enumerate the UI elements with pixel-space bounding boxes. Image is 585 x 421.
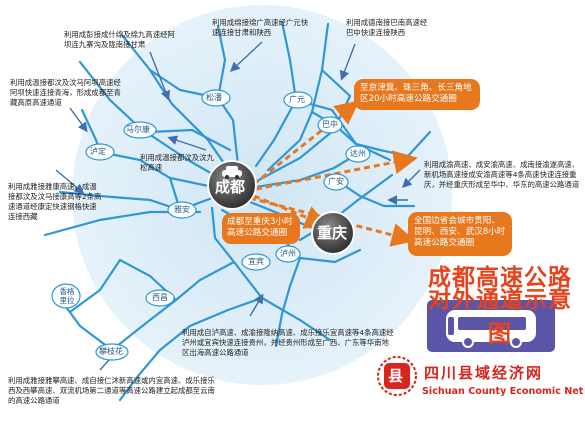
node-yibin	[241, 253, 271, 271]
label-xichang: 西昌	[152, 293, 168, 302]
note-top-right: 利用成德南接巴南高速经巴中快速连接陕西	[346, 18, 428, 37]
chongqing-hub	[311, 211, 355, 255]
note-top-left: 利用成彭接成什绵及绵九高速经阿坝连九寨沟及陇南接甘肃	[64, 30, 175, 49]
note-right: 利用成渝高速、成安渝高速、成南接渝遂高速、新机场高速接成安渝高速等4条高速快速连…	[424, 160, 580, 189]
node-songpan	[201, 89, 231, 107]
note-bottom-left: 利用成雅接雅攀高速、成自接仁沐新高速或内宜高速、成乐接乐西及西攀高速、双流机场第…	[8, 376, 215, 405]
node-yaan	[167, 201, 197, 219]
logo-cn-text: 四川县域经济网	[424, 364, 544, 382]
label-yaan: 雅安	[174, 205, 190, 214]
label-songpan: 松潘	[206, 93, 222, 102]
bus-icon	[446, 310, 536, 348]
seal-logo-icon	[377, 356, 417, 396]
node-guangan	[323, 173, 349, 191]
text-chongqing-3h: 成都至重庆3小时高速公路交通圈	[227, 217, 293, 238]
note-left-upper: 利用成温接都汶及汶马阿坝高速经阿坝快速连接青海，形成成都至青藏高原高速通道	[10, 78, 121, 107]
title-line2: 对外通道示意图	[428, 287, 572, 347]
city-nodes	[51, 89, 371, 361]
label-dazhou: 达州	[350, 149, 366, 158]
title-line1: 成都高速公路	[428, 265, 572, 291]
label-guangyuan: 广元	[289, 95, 305, 104]
logo-en-text: Sichuan County Economic Net	[422, 386, 584, 397]
label-bazhong: 巴中	[322, 120, 338, 129]
chengdu-hub	[207, 160, 257, 210]
label-panzhihua: 攀枝花	[99, 347, 123, 356]
label-luzhou: 泸州	[280, 249, 296, 258]
node-xianggelila	[51, 283, 81, 309]
bubble-provincial-8h	[408, 212, 512, 256]
node-luding	[85, 143, 115, 161]
node-luzhou	[275, 245, 301, 263]
node-dazhou	[345, 145, 371, 163]
node-xichang	[145, 289, 175, 307]
note-bottom-center: 利用成自泸高速、成渝接隆纳高速、成乐接乐宜高速等4条高速经泸州或宜宾快速连接贵州…	[182, 328, 394, 357]
text-north-east: 至京津冀、珠三角、长三角地区20小时高速公路交通圈	[360, 83, 472, 104]
note-left-lower: 利用成雅接雅康高速、成温接都汶及汶马接康高等2条高速通道经康定快速钢格快速连接西…	[8, 182, 102, 221]
node-bazhong	[317, 116, 343, 134]
label-guangan: 广安	[328, 177, 344, 186]
bubble-chongqing-3h	[222, 213, 300, 244]
car-icon	[222, 166, 242, 179]
note-left-center: 利用成温接都汶及汶九松高速	[140, 153, 214, 172]
note-top-center: 利用成绵接绵广高速经广元快速连接甘肃和陕西	[212, 18, 309, 37]
label-chongqing: 重庆	[317, 224, 348, 242]
label-maerkang: 马尔康	[126, 125, 150, 134]
text-provincial-8h: 全国边省会城市贵阳、昆明、西安、武汉8小时高速公路交通圈	[414, 216, 506, 248]
label-yibin: 宜宾	[248, 257, 264, 266]
node-guangyuan	[283, 91, 313, 109]
label-chengdu: 成都	[215, 178, 246, 196]
bubble-north-east	[354, 79, 480, 110]
label-xianggelila: 香格里拉	[59, 287, 75, 305]
note-pointers	[55, 41, 421, 371]
node-maerkang	[123, 121, 157, 139]
node-panzhihua	[95, 343, 129, 361]
label-luding: 泸定	[90, 147, 106, 156]
seal-character: 县	[388, 367, 404, 385]
